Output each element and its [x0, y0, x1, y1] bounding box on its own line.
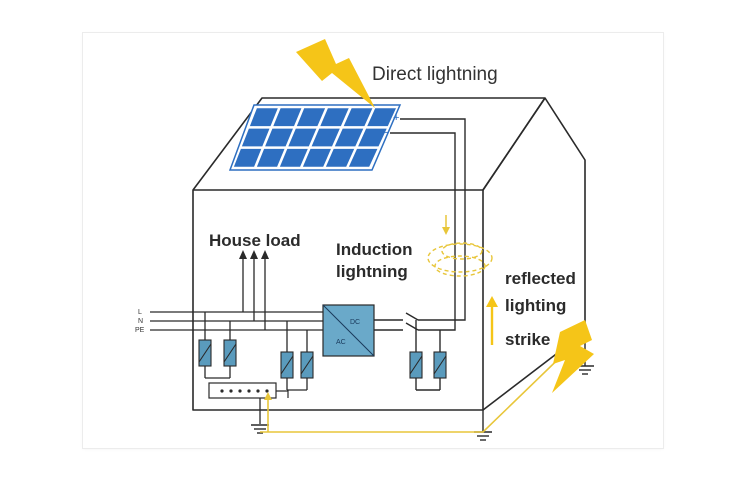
solar-cell	[302, 148, 331, 167]
solar-cell	[334, 128, 364, 147]
dc-spd-2	[433, 351, 447, 379]
solar-cell	[249, 108, 278, 127]
house-load-label: House load	[209, 231, 301, 250]
solar-cell	[311, 128, 340, 147]
ac-spd-2	[223, 339, 237, 367]
dc-switch-1	[405, 312, 419, 321]
solar-panel: + −	[228, 104, 402, 171]
induction-arrow	[442, 215, 450, 235]
inverter-ac-label: AC	[336, 339, 346, 346]
reflected-lightning-bolt	[552, 320, 594, 393]
ac-mains	[150, 258, 323, 391]
inverter-dc-label: DC	[350, 319, 360, 326]
panel-minus-sign: −	[382, 127, 388, 139]
dc-wire-plus	[400, 118, 466, 321]
earth-ground-left	[251, 424, 269, 434]
solar-cell	[343, 108, 373, 127]
inverter: DC AC	[322, 304, 375, 357]
reflected-label-line1: reflected	[505, 269, 576, 288]
panel-plus-sign: +	[393, 112, 399, 124]
mains-pe-label: PE	[135, 327, 145, 334]
induction-arrow-head	[442, 227, 450, 235]
reflected-label-line2: lighting	[505, 296, 566, 315]
induction-ring-mid	[434, 255, 486, 277]
reflected-arrow-head	[486, 296, 498, 307]
solar-cell	[233, 148, 262, 167]
load-arrow-3	[261, 250, 269, 259]
dc-wire-minus	[390, 132, 456, 331]
mains-n-label: N	[138, 318, 143, 325]
dc-spd-1	[409, 351, 423, 379]
bonding-surge-arrow	[264, 392, 272, 400]
bonding-tie	[276, 390, 289, 398]
load-arrow-1	[239, 250, 247, 259]
direct-lightning-bolt	[296, 39, 375, 108]
solar-cell	[265, 128, 293, 147]
bonding-bar-terminals	[220, 389, 269, 393]
solar-cell	[296, 108, 326, 127]
solar-cell	[279, 148, 308, 167]
house-wall-top-edge	[482, 97, 546, 191]
induction-coil	[427, 242, 493, 277]
ac-spd-1	[198, 339, 212, 367]
solar-cell	[325, 148, 355, 167]
surge-protectors	[198, 339, 447, 379]
solar-cell	[320, 108, 349, 127]
solar-cell	[273, 108, 302, 127]
reflected-label-line3: strike	[505, 330, 550, 349]
solar-cell	[256, 148, 285, 167]
mains-l-label: L	[138, 309, 142, 316]
ground-loop-path	[260, 339, 579, 433]
induction-label-line1: Induction	[336, 240, 412, 259]
solar-cell	[358, 128, 387, 147]
reflected-strike-arrow	[486, 296, 498, 345]
bonding-bar	[208, 382, 289, 424]
induction-ring-outer	[427, 243, 493, 273]
solar-cell	[348, 148, 378, 167]
house-side-wall	[544, 97, 586, 332]
surge-paths	[260, 339, 579, 433]
ac-spd-3	[280, 351, 294, 379]
solar-cell	[367, 108, 396, 127]
house-load-arrows	[239, 250, 269, 259]
solar-cell	[241, 128, 270, 147]
ac-spd-4	[300, 351, 314, 379]
load-arrow-2	[250, 250, 258, 259]
solar-panel-cells	[233, 108, 396, 167]
induction-label-line2: lightning	[336, 262, 408, 281]
solar-cell	[288, 128, 317, 147]
dc-wires	[374, 118, 466, 391]
induction-ring-inner	[441, 242, 483, 260]
direct-lightning-label: Direct lightning	[372, 64, 498, 85]
inverter-diagonal	[322, 304, 375, 357]
